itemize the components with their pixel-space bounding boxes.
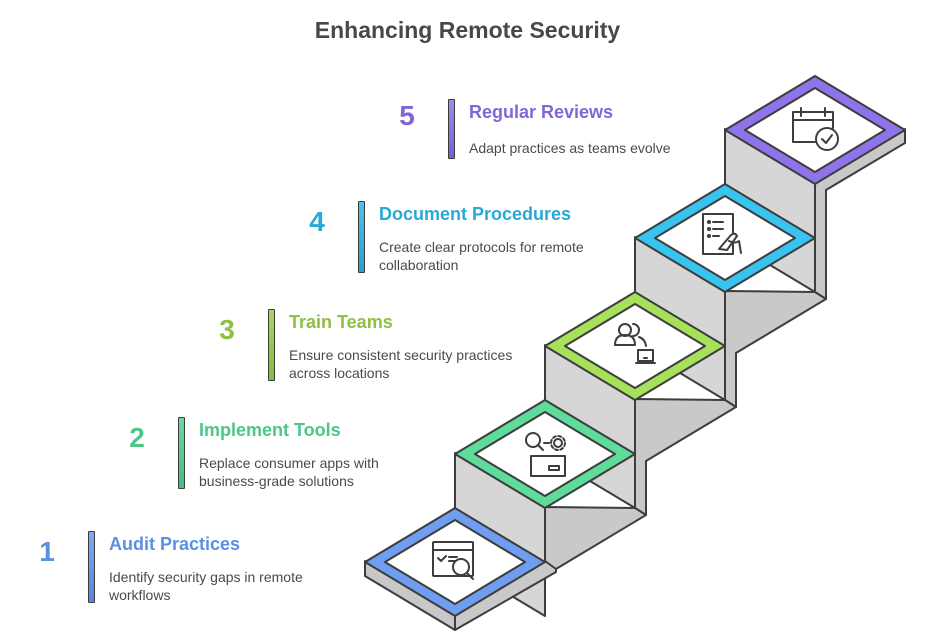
step-number: 4 — [309, 206, 325, 237]
checklist-search-icon — [432, 541, 474, 580]
step-number: 5 — [399, 100, 415, 131]
step-bar — [88, 531, 95, 603]
document-sign-icon — [702, 213, 742, 255]
step-4-top — [634, 183, 816, 293]
step-3-top — [544, 291, 726, 401]
right-outer-wall — [724, 290, 827, 408]
step-number: 3 — [219, 314, 235, 345]
step-platform — [654, 195, 796, 281]
step-platform — [744, 87, 886, 173]
step-description: Ensure consistent security practices acr… — [289, 347, 513, 381]
step-bar — [268, 309, 275, 381]
right-outer-wall — [544, 506, 647, 571]
step-number: 1 — [39, 536, 55, 567]
step-bar — [448, 99, 455, 159]
step-number: 2 — [129, 422, 145, 453]
step-title: Train Teams — [289, 312, 393, 332]
step-1-top — [364, 507, 546, 617]
step-bar — [178, 417, 185, 489]
step-description: Create clear protocols for remote collab… — [379, 239, 584, 273]
step-title: Document Procedures — [379, 204, 572, 224]
step-2-top — [454, 399, 636, 509]
step-description: Replace consumer apps with business-grad… — [199, 455, 379, 489]
step-bar — [358, 201, 365, 273]
step-5-top — [724, 75, 906, 185]
team-laptop-icon — [614, 323, 656, 364]
diagram-title: Enhancing Remote Security — [314, 17, 621, 43]
tools-search-gear-icon — [525, 432, 566, 477]
step-title: Audit Practices — [109, 534, 241, 554]
step-platform — [474, 411, 616, 497]
step-title: Regular Reviews — [469, 102, 614, 122]
right-outer-wall — [634, 398, 737, 516]
step-title: Implement Tools — [199, 420, 341, 440]
step-description: Adapt practices as teams evolve — [469, 140, 671, 156]
step-description: Identify security gaps in remote workflo… — [109, 569, 303, 603]
calendar-check-icon — [792, 107, 839, 151]
